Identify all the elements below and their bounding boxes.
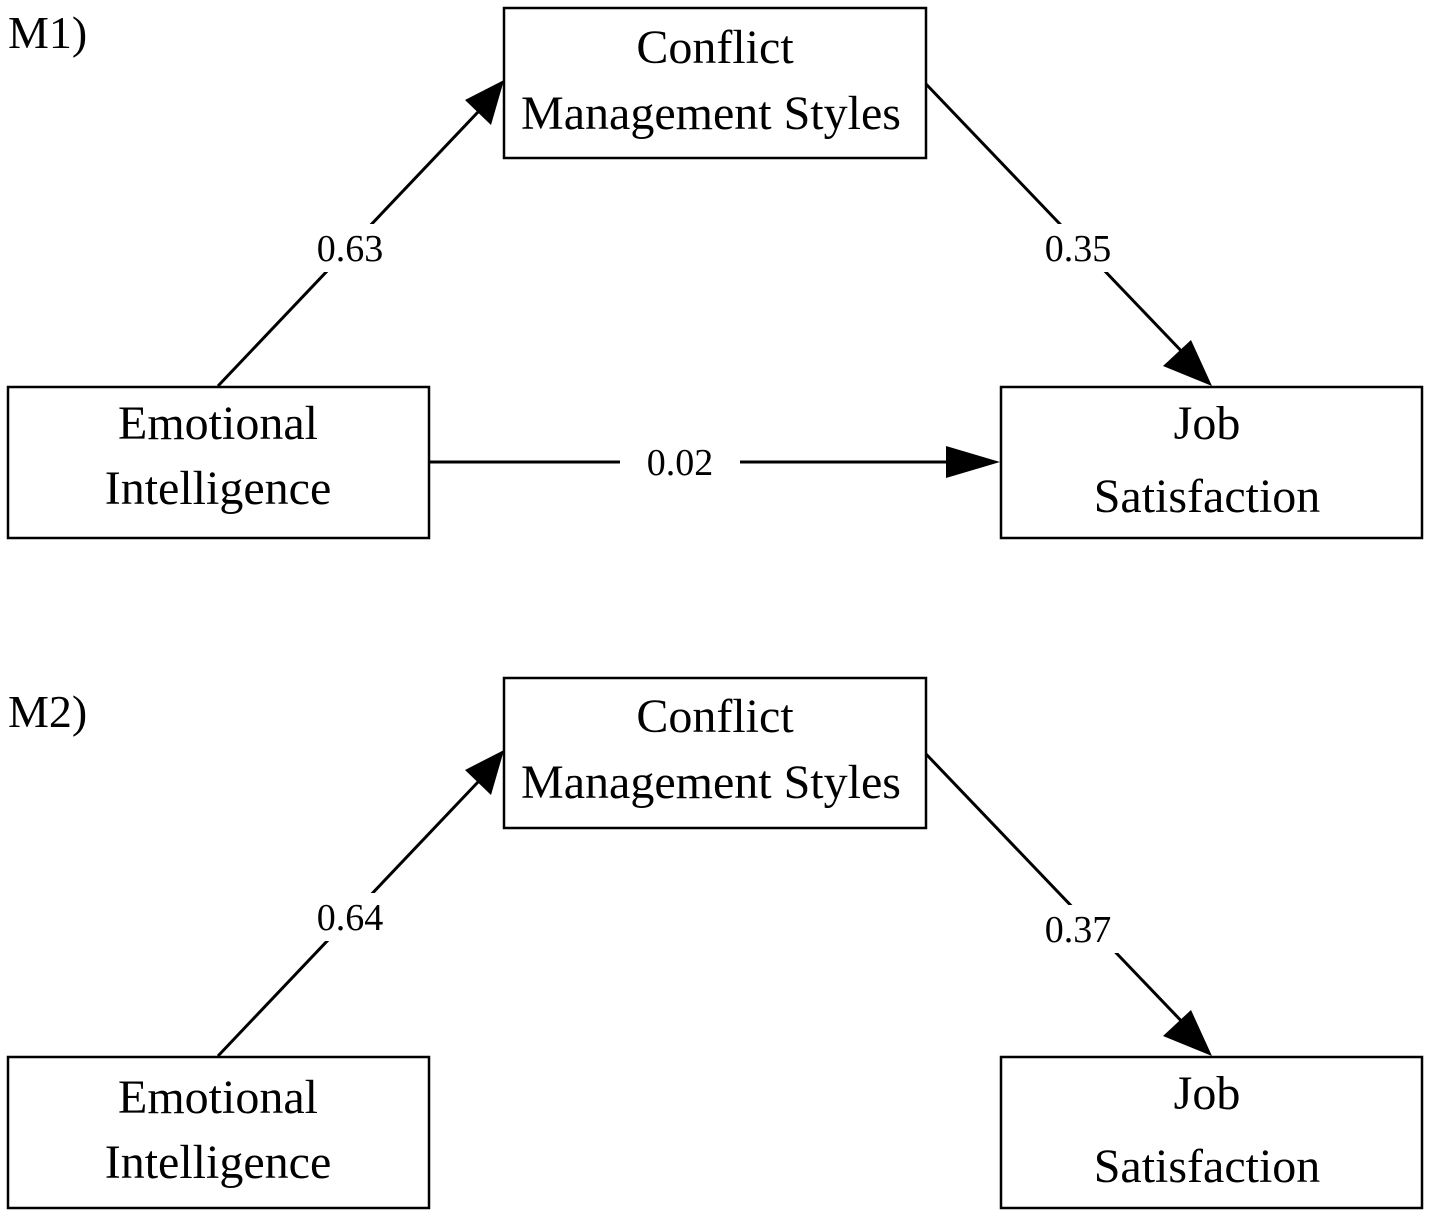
model-2-a-path-label-bg	[308, 893, 392, 941]
model-2-predictor-line2: Intelligence	[105, 1136, 332, 1189]
model-2-outcome-line1: Job	[1174, 1067, 1241, 1120]
model-1-b-path-label-bg	[1036, 224, 1120, 272]
model-1-a-path-label: 0.63	[317, 228, 384, 270]
model-1-c-path-label-bg	[620, 438, 740, 486]
model-1-a-path-label-bg	[308, 224, 392, 272]
model-1-b-path-label: 0.35	[1045, 228, 1112, 270]
model-1-c-path-label: 0.02	[647, 442, 714, 484]
model-1-outcome-node: Job Satisfaction	[999, 385, 1424, 540]
model-1-c-path-arrowhead	[946, 446, 1000, 478]
model-1-mediator-line2: Management Styles	[521, 87, 901, 140]
model-2-b-path-arrowhead	[1163, 1010, 1212, 1056]
model-1-predictor-box	[6, 385, 431, 540]
model-1-a-path-arrowhead	[465, 80, 504, 125]
model-2-mediator-box	[502, 676, 928, 830]
model-2-predictor-node: Emotional Intelligence	[6, 1055, 431, 1210]
model-1-predictor-line2: Intelligence	[105, 462, 332, 515]
model-2-a-path-arrowhead	[465, 750, 504, 795]
model-1-mediator-node: Conflict Management Styles	[502, 6, 928, 160]
model-1-mediator-line1: Conflict	[636, 21, 794, 74]
model-2-mediator-line2: Management Styles	[521, 756, 901, 809]
model-1-predictor-line1: Emotional	[118, 397, 318, 450]
model-1-b-path-line	[924, 82, 1190, 360]
model-2-a-path-label: 0.64	[317, 897, 384, 939]
model-2-b-path-label-bg	[1036, 905, 1120, 953]
model-1-outcome-line1: Job	[1174, 397, 1241, 450]
model-2-predictor-box	[6, 1055, 431, 1210]
model-1-b-path-arrowhead	[1163, 340, 1212, 386]
model-1-outcome-box	[999, 385, 1424, 540]
model-1: M1) 0.63 0.35 0.02 Conflict Management S…	[6, 6, 1424, 540]
model-2-mediator-line1: Conflict	[636, 690, 794, 743]
model-2-mediator-node: Conflict Management Styles	[502, 676, 928, 830]
model-2: M2) 0.64 0.37 Conflict Management Styles…	[6, 676, 1424, 1210]
model-2-outcome-box	[999, 1055, 1424, 1210]
model-2-predictor-line1: Emotional	[118, 1071, 318, 1124]
model-2-b-path-line	[924, 752, 1190, 1030]
model-2-b-path-label: 0.37	[1045, 909, 1112, 951]
model-1-predictor-node: Emotional Intelligence	[6, 385, 431, 540]
model-2-outcome-line2: Satisfaction	[1094, 1140, 1321, 1193]
model-2-outcome-node: Job Satisfaction	[999, 1055, 1424, 1210]
model-1-mediator-box	[502, 6, 928, 160]
model-1-label: M1)	[8, 7, 87, 58]
model-1-outcome-line2: Satisfaction	[1094, 470, 1321, 523]
model-2-label: M2)	[8, 686, 87, 737]
